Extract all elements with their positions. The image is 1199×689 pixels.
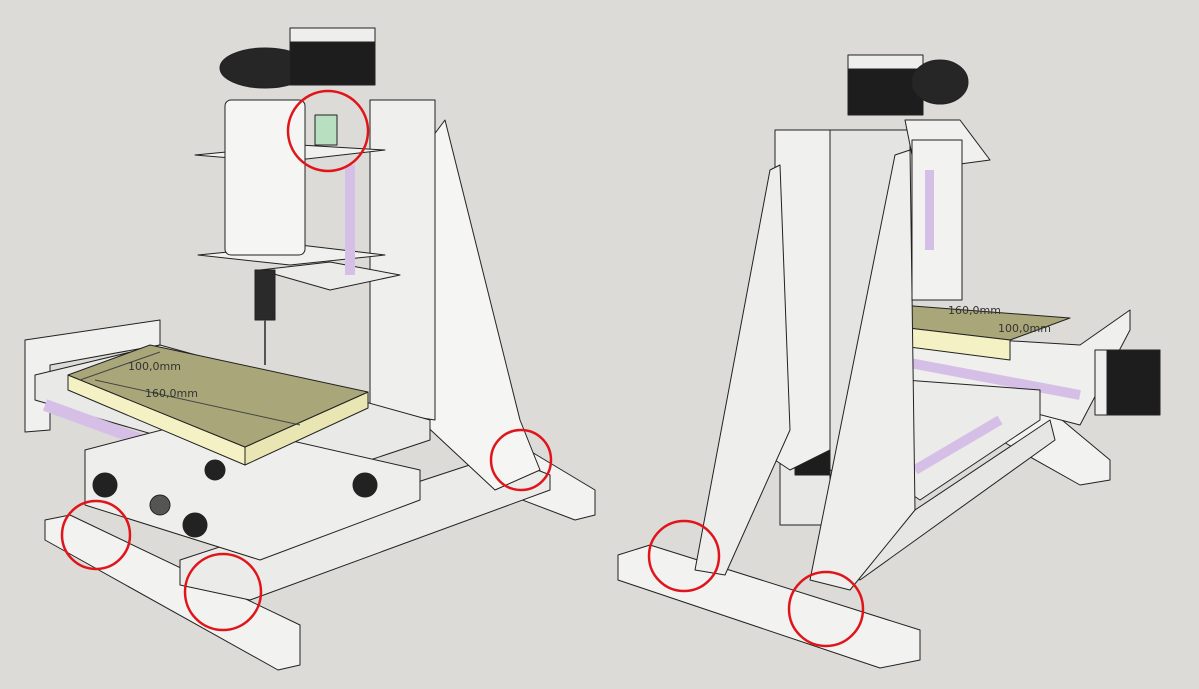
- dimension-length-label: 160,0mm: [145, 387, 198, 400]
- spindle-pulley: [911, 59, 969, 105]
- dimension-width-label: 100,0mm: [128, 360, 181, 373]
- stepper-motor-z: [847, 64, 924, 116]
- dimension-length-label: 160,0mm: [948, 304, 1001, 317]
- stepper-cap: [847, 54, 924, 70]
- bearing: [92, 472, 118, 498]
- z-rod: [345, 165, 355, 275]
- spindle-collet: [254, 269, 276, 321]
- right-highlight-circles: [647, 519, 865, 648]
- bearing: [204, 459, 226, 481]
- side-plate-left: [694, 164, 791, 576]
- stepper-motor-x: [1099, 349, 1161, 416]
- bearing: [352, 472, 378, 498]
- y-rod: [912, 415, 1003, 475]
- bearing: [149, 494, 171, 516]
- lead-screw-coupler: [314, 114, 338, 146]
- highlight-circle: [60, 499, 132, 571]
- z-rod: [925, 170, 934, 250]
- back-table-support: [24, 319, 161, 433]
- dimension-line: [79, 351, 161, 381]
- right-machine-view: 160,0mm 100,0mm: [617, 54, 1161, 669]
- gantry-side-plate: [419, 119, 541, 491]
- workpiece-top: [67, 344, 369, 448]
- spindle-motor: [224, 99, 306, 256]
- highlight-circle: [489, 428, 553, 492]
- z-plate-lower: [259, 261, 401, 291]
- left-machine-view: 100,0mm 160,0mm: [24, 27, 596, 671]
- stepper-cap: [1094, 349, 1108, 416]
- z-head-block: [911, 139, 963, 301]
- stepper-cap: [289, 27, 376, 43]
- highlight-circle: [647, 519, 721, 593]
- left-highlight-circles: [60, 89, 553, 632]
- side-plate-right: [809, 149, 916, 591]
- highlight-circle: [787, 570, 865, 648]
- bearing: [182, 512, 208, 538]
- highlight-circle: [183, 552, 263, 632]
- gantry-column: [369, 99, 436, 421]
- dimension-width-label: 100,0mm: [998, 322, 1051, 335]
- highlight-circle: [286, 89, 370, 173]
- dimension-line: [94, 379, 301, 426]
